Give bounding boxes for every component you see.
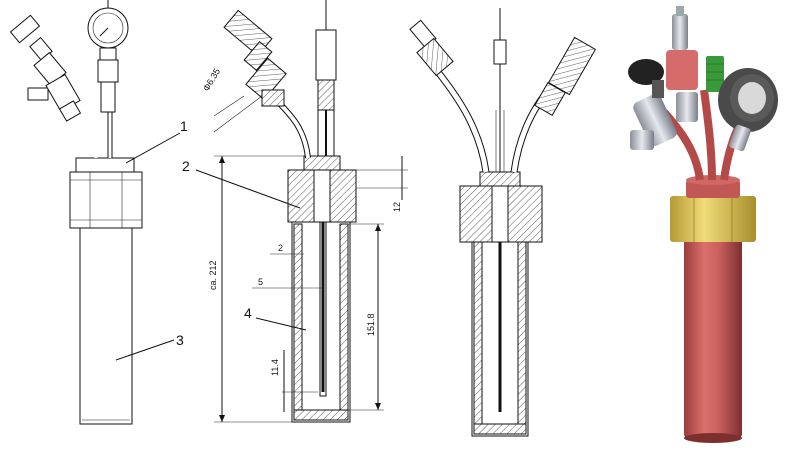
- dim-pipe-diameter: Φ6.35: [201, 67, 222, 93]
- valve-knob-3d: [628, 59, 664, 85]
- dim-wall: 2: [278, 243, 283, 253]
- callout-3: 3: [176, 332, 184, 348]
- dim-top-height: 12: [392, 202, 402, 212]
- hex-nut: [69, 171, 143, 229]
- section-valve: [223, 9, 287, 107]
- view-section-dimensioned: Φ6.35 ca. 212 12 151.8 2 5 11.4 2 4: [182, 0, 408, 423]
- dim-tube-offset: 5: [258, 277, 263, 287]
- callout-4: 4: [244, 305, 252, 321]
- view-3d-render: [628, 6, 778, 443]
- dim-inner-depth: 151.8: [366, 313, 376, 336]
- callout-1: 1: [180, 118, 188, 134]
- vessel-3d: [684, 238, 742, 438]
- green-fitting-3d: [706, 56, 724, 92]
- view-section-rotated: [409, 8, 597, 437]
- view-outline: 1 3: [9, 0, 188, 425]
- nut-3d: [670, 196, 756, 242]
- callout-2: 2: [182, 158, 190, 174]
- reactor-vessel: [79, 227, 133, 425]
- pressure-gauge-icon: [87, 0, 129, 113]
- dim-bottom-gap: 11.4: [270, 359, 280, 376]
- reactor-head: [75, 157, 135, 173]
- dim-total-height: ca. 212: [208, 260, 218, 290]
- pressure-gauge-icon: [718, 68, 778, 152]
- valve-knob-icon: [9, 14, 82, 122]
